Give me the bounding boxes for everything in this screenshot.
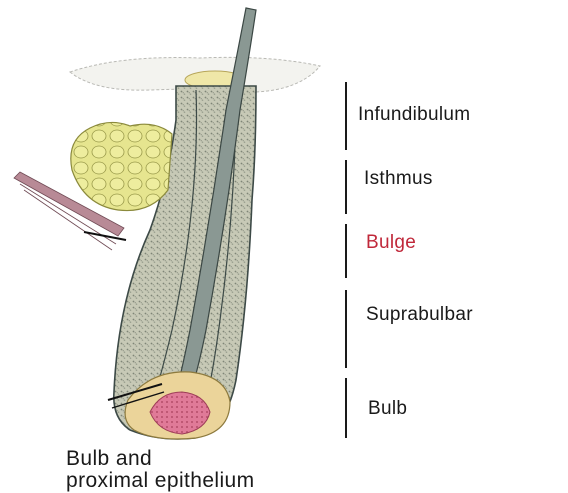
figure-caption: Bulb and proximal epithelium — [66, 448, 255, 492]
region-label-bulb: Bulb — [368, 398, 407, 420]
caption-line-2: proximal epithelium — [66, 470, 255, 492]
sebaceous-gland — [71, 122, 172, 210]
region-label-infundibulum: Infundibulum — [358, 104, 470, 126]
region-label-isthmus: Isthmus — [364, 168, 433, 190]
caption-line-1: Bulb and — [66, 448, 255, 470]
region-label-bulge: Bulge — [366, 232, 416, 254]
region-label-suprabulbar: Suprabulbar — [366, 304, 473, 326]
